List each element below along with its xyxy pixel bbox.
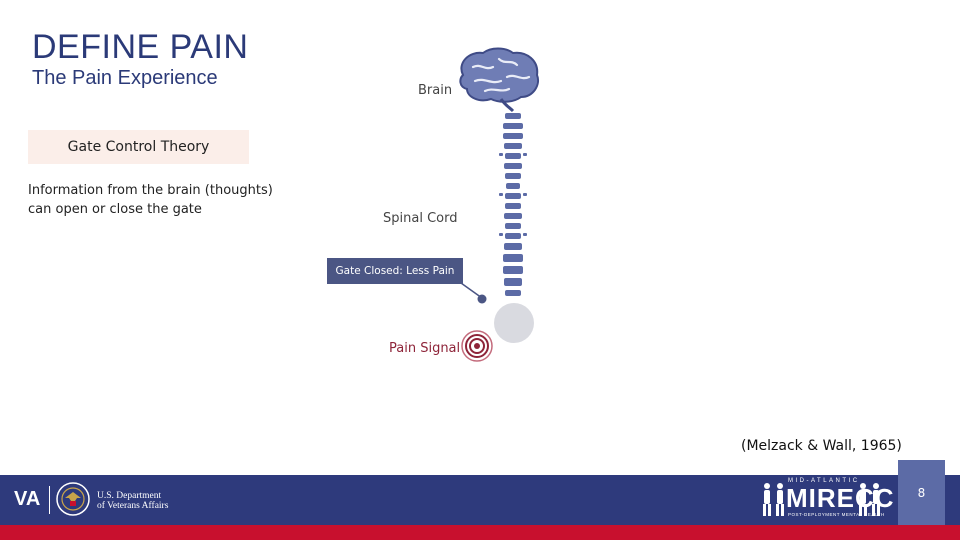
slide-title: DEFINE PAIN [32, 28, 249, 66]
gate-pointer-dot [477, 294, 487, 304]
va-seal-icon [56, 482, 90, 516]
citation: (Melzack & Wall, 1965) [741, 438, 902, 454]
theory-label-box: Gate Control Theory [28, 130, 249, 164]
spinal-cord-label: Spinal Cord [383, 211, 458, 226]
mirecc-figures-left-icon [763, 483, 784, 516]
spine-illustration [459, 47, 539, 362]
va-department-text: U.S. Department of Veterans Affairs [97, 491, 168, 511]
mirecc-top-text: MID-ATLANTIC [788, 478, 860, 484]
va-logo-text: VA [14, 488, 41, 510]
theory-label: Gate Control Theory [67, 139, 210, 155]
brain-label: Brain [418, 83, 453, 98]
dept-line-1: U.S. Department [97, 491, 162, 501]
page-number-box: 8 [898, 460, 945, 525]
pain-signal-label: Pain Signal [389, 341, 461, 356]
page-number: 8 [917, 485, 926, 500]
va-divider [49, 486, 50, 514]
brain-icon [459, 47, 539, 113]
footer-bar [0, 475, 960, 525]
mirecc-figures-right-icon [859, 483, 880, 516]
mirecc-subtitle: POST-DEPLOYMENT MENTAL HEALTH [788, 512, 885, 517]
footer-accent-stripe [0, 525, 960, 540]
info-text: Information from the brain (thoughts) ca… [28, 183, 273, 217]
spinal-cord-icon [499, 113, 527, 296]
slide-subtitle: The Pain Experience [32, 67, 218, 89]
dept-line-2: of Veterans Affairs [97, 501, 169, 511]
gate-status-label: Gate Closed: Less Pain [335, 265, 455, 277]
gate-circle [494, 303, 534, 343]
pain-signal-icon [461, 330, 493, 362]
gate-status-box: Gate Closed: Less Pain [327, 258, 463, 284]
